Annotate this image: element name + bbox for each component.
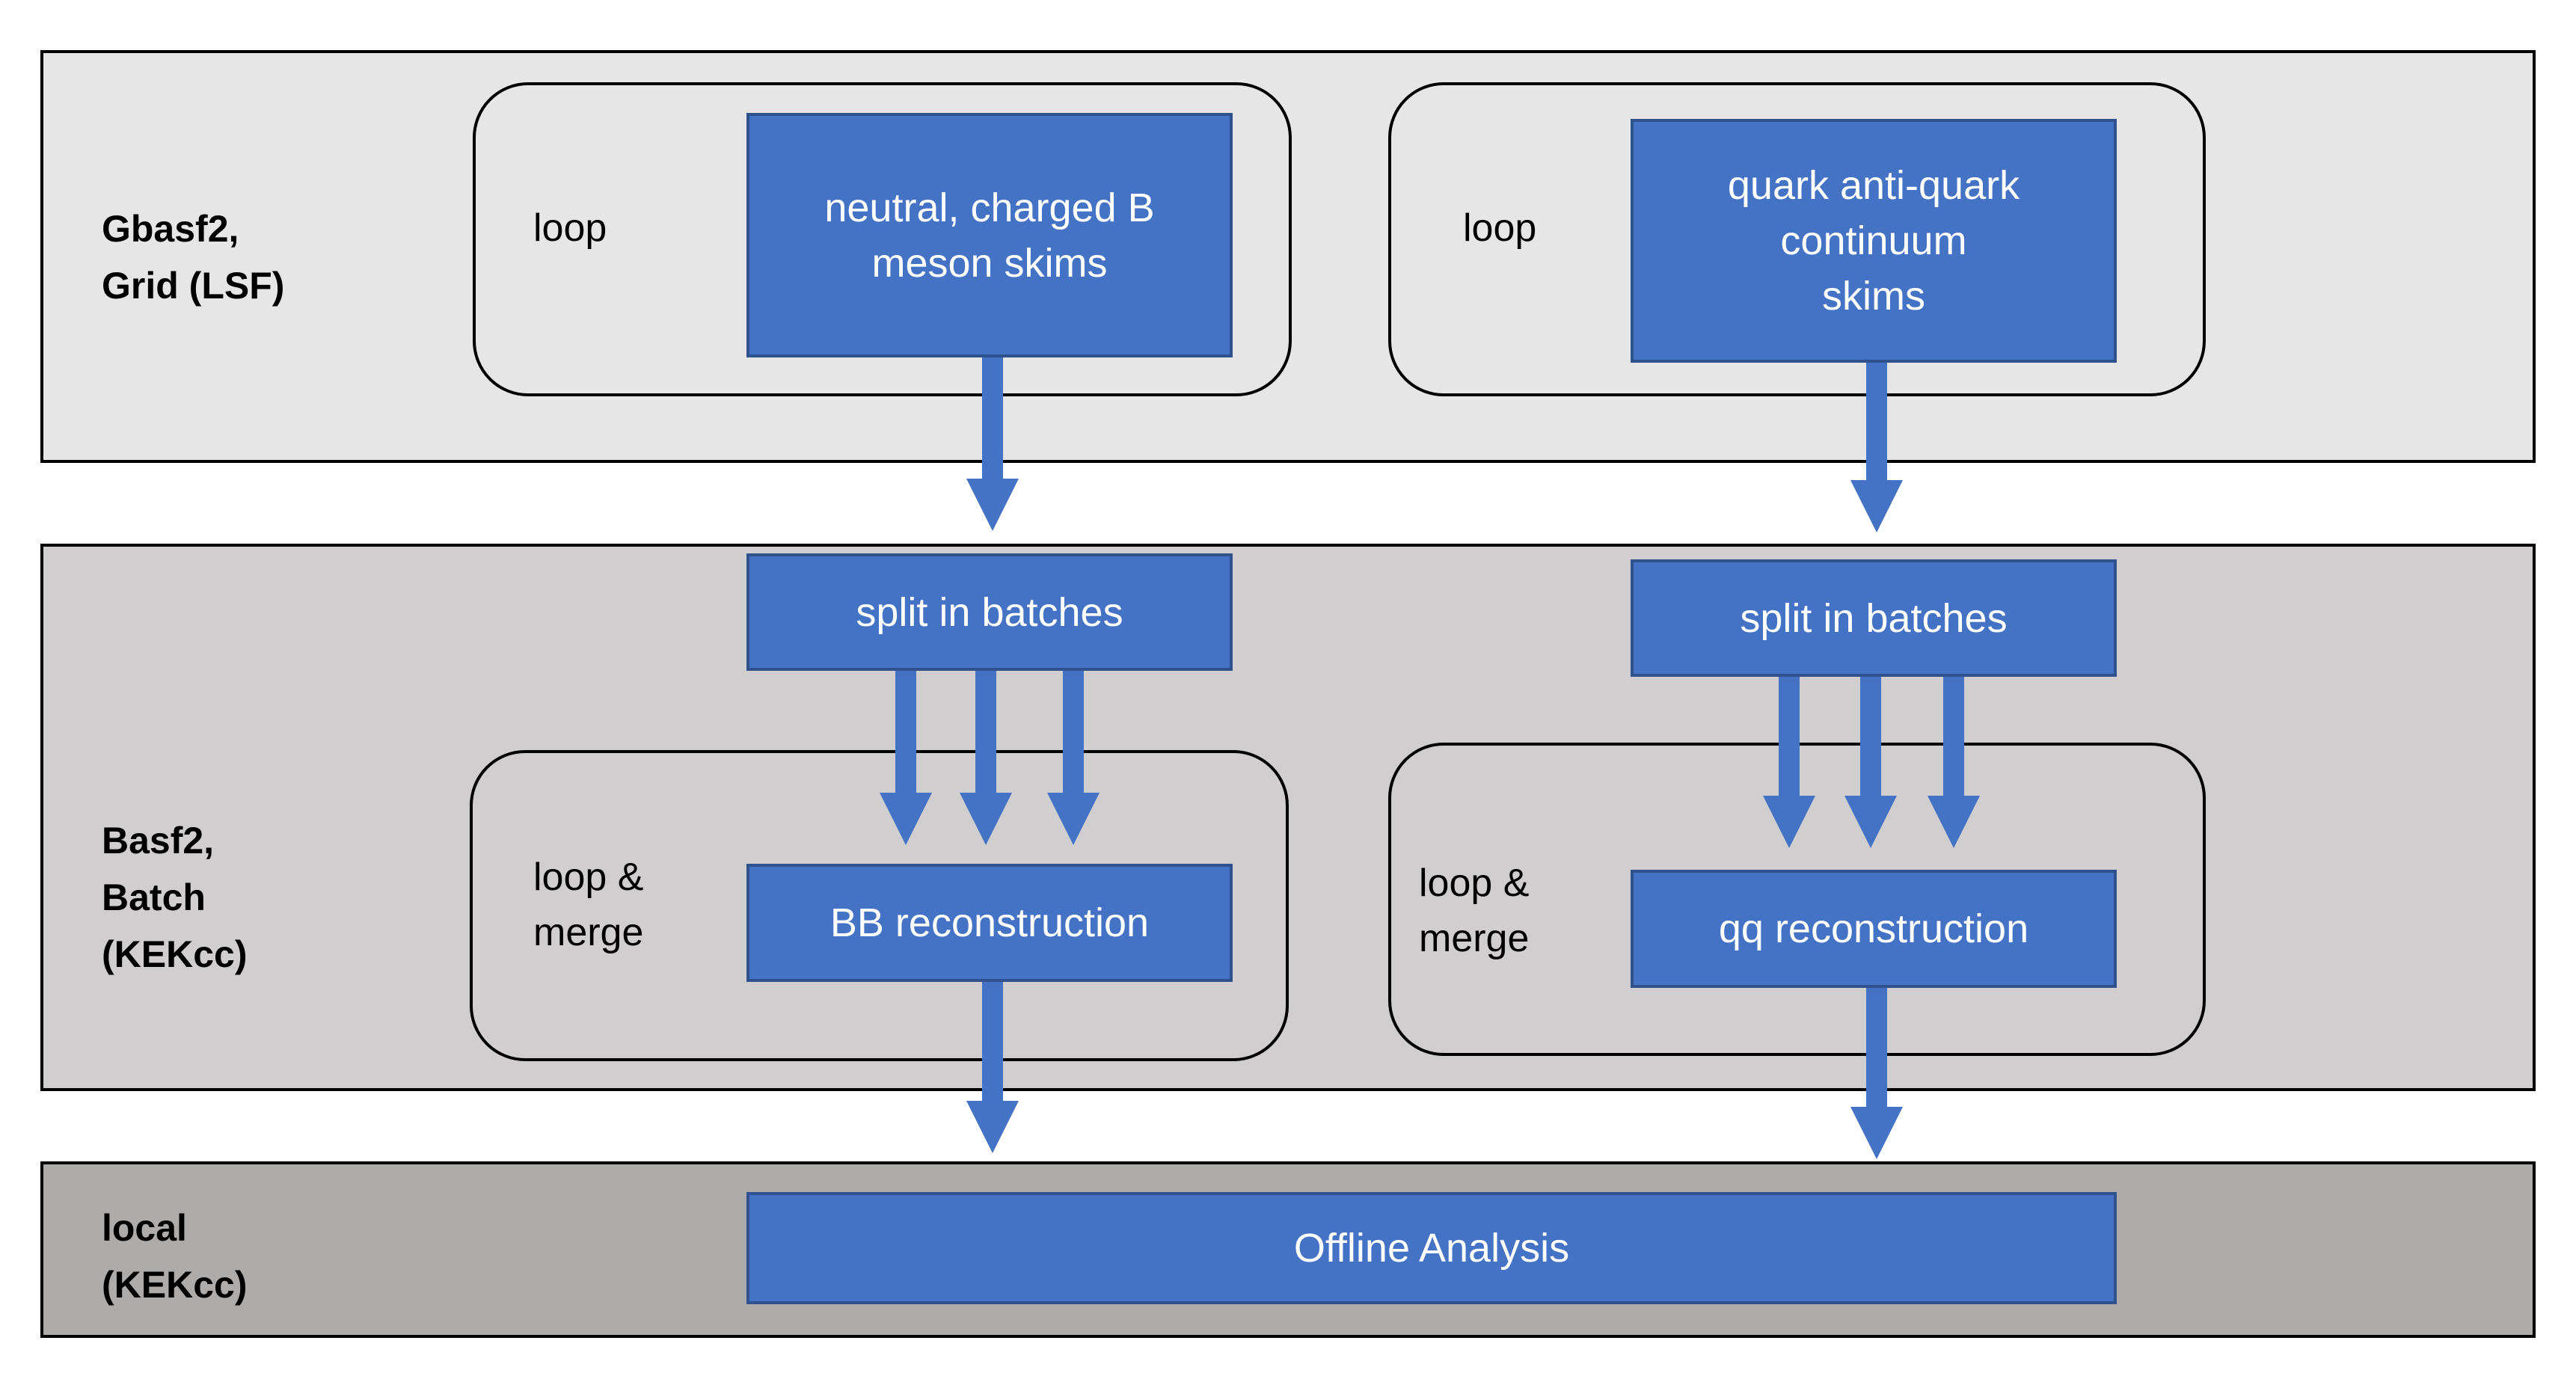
arrow-left-batch-2 <box>960 669 1012 845</box>
arrow-right-skim-to-split <box>1850 359 1903 532</box>
arrow-right-reco-to-analysis <box>1850 986 1903 1159</box>
arrow-right-batch-3 <box>1928 675 1980 848</box>
loop-box-left-skim <box>473 82 1292 396</box>
loop-box-left-merge <box>470 750 1289 1061</box>
tier-grid-label: Gbasf2, Grid (LSF) <box>102 208 285 307</box>
tier-local-label: local (KEKcc) <box>102 1207 248 1306</box>
merge-label-right: loop & merge <box>1419 862 1530 960</box>
tier-batch-label: Basf2, Batch (KEKcc) <box>102 820 248 975</box>
box-b-meson-skims: neutral, charged B meson skims <box>746 113 1233 357</box>
box-offline-analysis: Offline Analysis <box>746 1192 2117 1304</box>
loop-label-right: loop <box>1463 206 1537 250</box>
box-split-batches-left: split in batches <box>746 553 1233 671</box>
arrow-left-reco-to-analysis <box>966 980 1019 1153</box>
arrow-left-batch-3 <box>1047 669 1100 845</box>
arrow-left-skim-to-split <box>966 354 1019 531</box>
merge-label-left: loop & merge <box>533 856 644 954</box>
box-bb-reconstruction: BB reconstruction <box>746 864 1233 982</box>
box-qq-reconstruction: qq reconstruction <box>1631 870 2117 988</box>
arrow-right-batch-2 <box>1844 675 1897 848</box>
loop-box-right-skim <box>1388 82 2206 396</box>
loop-label-left: loop <box>533 206 607 250</box>
arrow-left-batch-1 <box>880 669 932 845</box>
box-split-batches-right: split in batches <box>1631 559 2117 677</box>
box-continuum-skims: quark anti-quark continuum skims <box>1631 119 2117 363</box>
arrow-right-batch-1 <box>1763 675 1815 848</box>
